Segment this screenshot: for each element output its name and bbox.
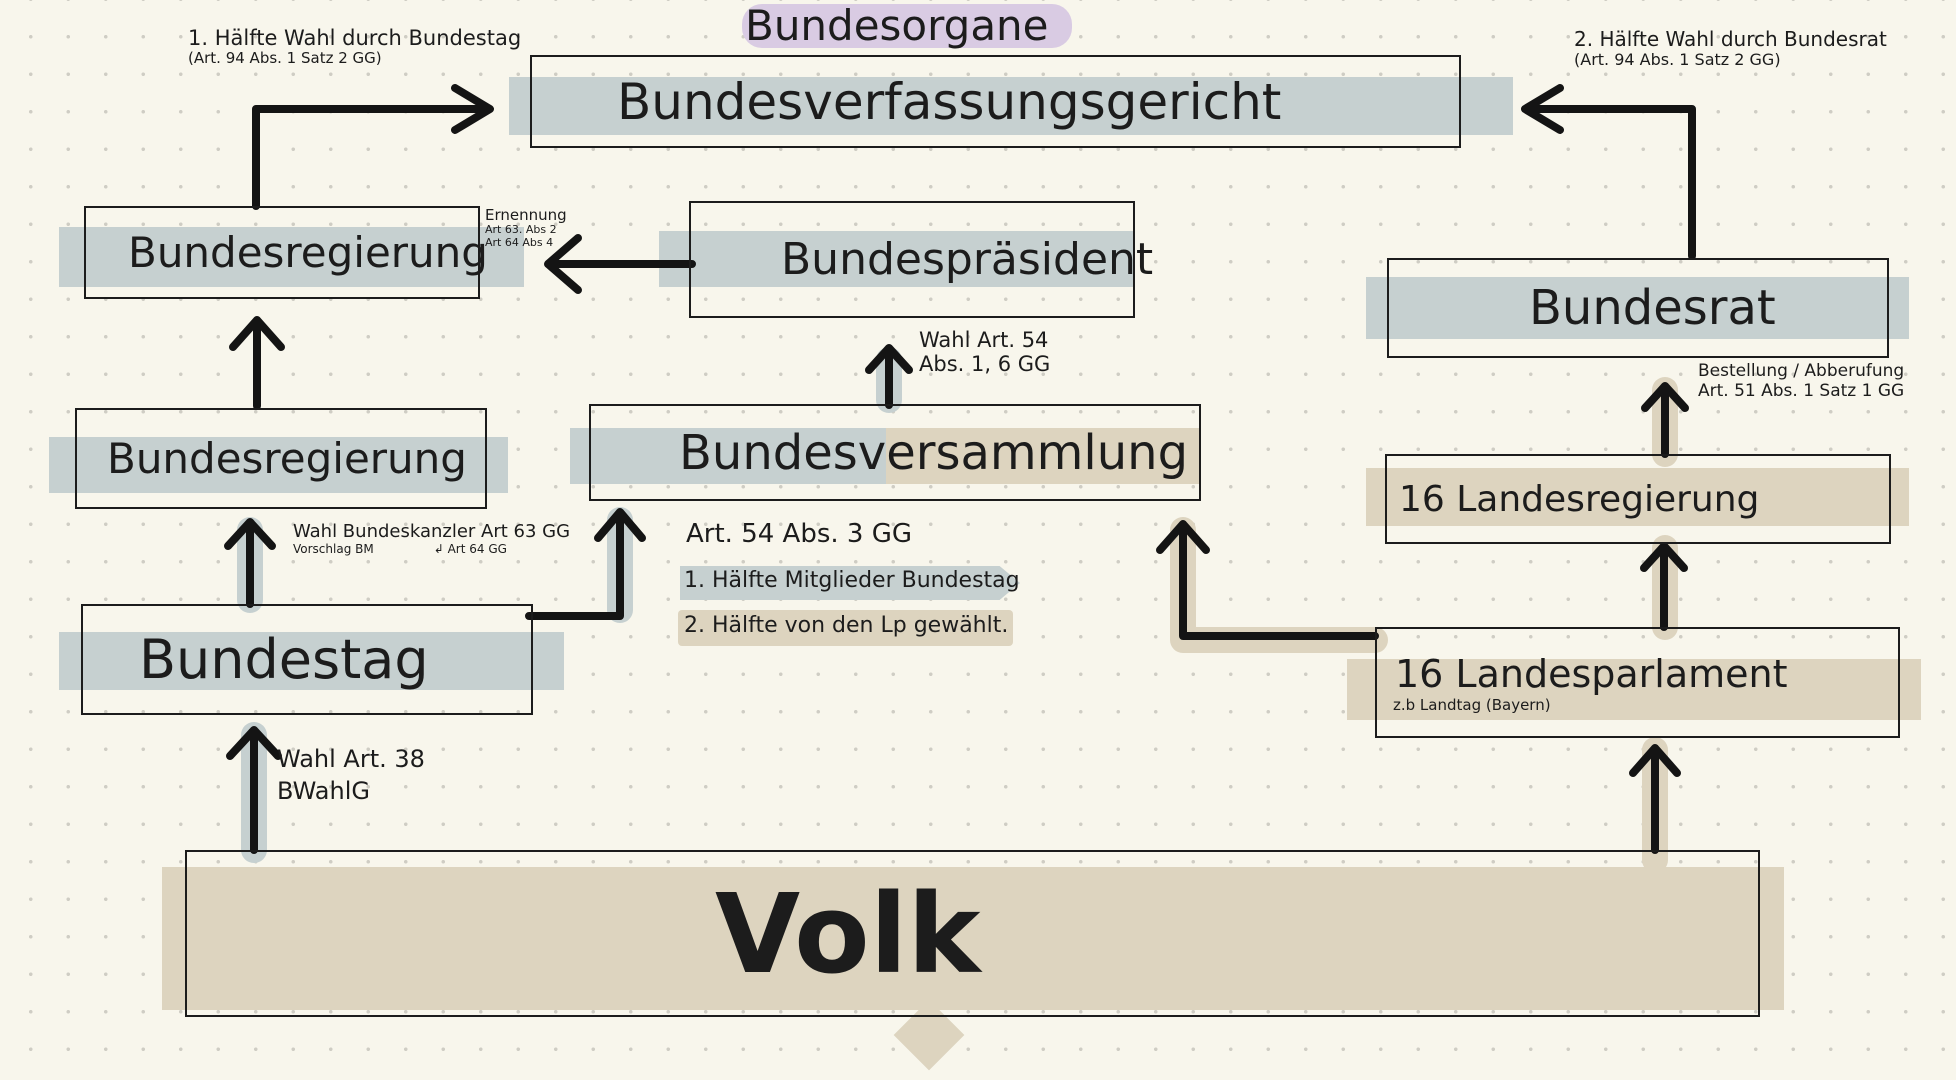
landesparlament-to-versammlung-arrow: [1156, 520, 1379, 640]
ernennung-note-line2: Art 63. Abs 2: [485, 223, 557, 237]
node-bundesregierung-top-label: Bundesregierung: [128, 228, 488, 277]
node-bundesrat: Bundesrat: [1387, 258, 1889, 358]
node-landesparlament: 16 Landesparlament z.b Landtag (Bayern): [1375, 627, 1900, 738]
half2-note: 2. Hälfte von den Lp gewählt.: [684, 613, 1009, 638]
node-bundesregierung: Bundesregierung: [75, 408, 487, 509]
bundesrat-highlight: [1366, 277, 1909, 339]
bundesregierung-top-highlight: [59, 227, 524, 287]
wahl54-note: Wahl Art. 54 Abs. 1, 6 GG: [919, 328, 1050, 376]
ernennung-note-line1: Ernennung: [485, 206, 567, 224]
bundestag-to-versammlung-arrow: [525, 508, 646, 620]
bundesrat-to-bverfg-arrow: [1521, 84, 1696, 260]
wahl54-arrow: [865, 344, 913, 409]
title-highlight: [742, 4, 1072, 48]
bundestag-highlight: [59, 632, 564, 690]
half1-note: 1. Hälfte Mitglieder Bundestag: [684, 568, 1020, 593]
landesregierung-to-bundesrat-arrow: [1641, 382, 1689, 458]
kanzler-note-line3: ↲ Art 64 GG: [433, 541, 507, 556]
bundestag-kanzler-arrow: [224, 518, 276, 608]
half2-highlight: [678, 610, 1013, 646]
wahl38-note-line2: BWahlG: [277, 776, 370, 805]
node-volk: Volk: [185, 850, 1760, 1017]
node-bverfg-label: Bundesverfassungsgericht: [617, 72, 1282, 131]
node-bundestag: Bundestag: [81, 604, 533, 715]
bestellung-note: Bestellung / Abberufung Art. 51 Abs. 1 S…: [1698, 361, 1905, 401]
half1-highlight: [680, 566, 1020, 600]
bundesversammlung-highlight-tan: [886, 428, 1201, 484]
bundesregierung-to-bverfg-arrow: [252, 84, 494, 210]
bverfg-right-note-line1: 2. Hälfte Wahl durch Bundesrat: [1574, 27, 1887, 51]
kanzler-note-line1: Wahl Bundeskanzler Art 63 GG: [293, 521, 571, 542]
bverfg-left-note-line1: 1. Hälfte Wahl durch Bundestag: [188, 26, 522, 50]
node-landesparlament-note: z.b Landtag (Bayern): [1393, 695, 1551, 714]
kanzler-note-row2: Vorschlag BM ↲ Art 64 GG: [293, 541, 570, 557]
regierung-to-regierung-arrow: [229, 316, 285, 410]
bundespraesident-highlight: [659, 231, 1135, 287]
bundesregierung-highlight: [49, 437, 508, 493]
wahl38-note: Wahl Art. 38 BWahlG: [277, 745, 425, 805]
wahl54-note-line2: Abs. 1, 6 GG: [919, 352, 1051, 377]
art54-abs3-note: Art. 54 Abs. 3 GG: [686, 519, 913, 549]
ernennung-note-line3: Art 64 Abs 4: [485, 235, 554, 249]
node-bundesregierung-top: Bundesregierung: [84, 206, 488, 299]
node-bundestag-label: Bundestag: [139, 628, 429, 691]
bestellung-note-line1: Bestellung / Abberufung: [1698, 361, 1905, 381]
bverfg-left-note-line2: (Art. 94 Abs. 1 Satz 2 GG): [188, 49, 382, 68]
landesparlament-to-landesregierung-arrow: [1640, 542, 1688, 631]
kanzler-note-line2: Vorschlag BM: [293, 541, 374, 556]
node-bundesrat-label: Bundesrat: [1529, 280, 1776, 336]
node-bverfg: Bundesverfassungsgericht: [530, 55, 1461, 148]
kanzler-note: Wahl Bundeskanzler Art 63 GG Vorschlag B…: [293, 521, 571, 557]
node-landesregierung-label: 16 Landesregierung: [1399, 478, 1760, 520]
node-bundespraesident-label: Bundespräsident: [781, 234, 1154, 285]
node-bundesregierung-label: Bundesregierung: [107, 434, 467, 483]
bestellung-note-line2: Art. 51 Abs. 1 Satz 1 GG: [1698, 380, 1905, 401]
node-bundesversammlung-label: Bundesversammlung: [679, 424, 1189, 481]
bverfg-left-note: 1. Hälfte Wahl durch Bundestag (Art. 94 …: [188, 26, 521, 67]
landesparlament-highlight: [1347, 659, 1921, 720]
ernennung-note: Ernennung Art 63. Abs 2 Art 64 Abs 4: [485, 206, 567, 250]
volk-to-bundestag-arrow: [226, 726, 282, 854]
bverfg-right-note: 2. Hälfte Wahl durch Bundesrat (Art. 94 …: [1574, 28, 1887, 69]
page-title: Bundesorgane: [745, 1, 1049, 50]
lp-bv-arrow-highlight: [1170, 517, 1388, 653]
bverfg-right-note-line2: (Art. 94 Abs. 1 Satz 2 GG): [1574, 50, 1781, 69]
node-volk-label: Volk: [715, 869, 981, 998]
node-landesparlament-label: 16 Landesparlament: [1395, 651, 1788, 696]
volk-highlight: [162, 867, 1784, 1010]
bverfg-highlight: [509, 77, 1513, 135]
bundesversammlung-highlight-blue: [570, 428, 900, 484]
node-bundesversammlung: Bundesversammlung: [589, 404, 1201, 501]
node-bundespraesident: Bundespräsident: [689, 201, 1153, 318]
wahl38-note-line1: Wahl Art. 38: [277, 745, 425, 773]
volk-to-landesparlament-arrow: [1629, 744, 1681, 854]
praesident-to-regierung-arrow: [544, 234, 696, 294]
node-landesregierung: 16 Landesregierung: [1385, 454, 1891, 544]
wahl54-note-line1: Wahl Art. 54: [919, 328, 1049, 352]
landesregierung-highlight: [1366, 468, 1909, 526]
